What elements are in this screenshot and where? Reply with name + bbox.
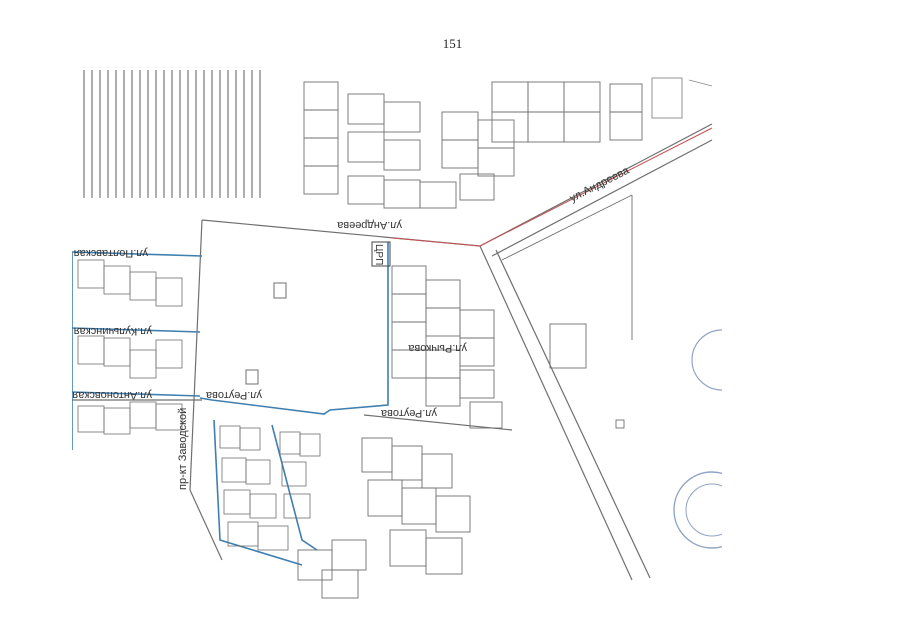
lots-north-west [303,81,515,209]
map-sheet: ул.Андреева ул.Андреева ул.Рычкова ул.Ре… [72,70,722,600]
cadastral-map: ул.Андреева ул.Андреева ул.Рычкова ул.Ре… [72,70,722,599]
lots-north-east [491,77,713,143]
facility-label: ЦРП [373,244,384,265]
rotated-note [83,70,261,198]
street-label-andreeva-north: ул.Андреева [336,219,402,231]
lots-west [77,259,183,435]
plot-details [245,241,391,385]
lots-centre-east [391,265,503,429]
lots-south-west [219,425,321,551]
street-labels: ул.Андреева ул.Андреева ул.Рычкова ул.Ре… [72,164,632,490]
road-lines [72,123,713,581]
street-label-antonovskaya: ул.Антоновская [72,389,152,401]
lots-east [501,194,633,429]
site-boundary [72,242,389,566]
street-label-reutova-west: ул.Реутова [205,389,262,401]
lots-south [297,437,471,599]
street-label-poltavskaya: ул.Полтавская [74,247,148,259]
red-line [391,127,713,247]
street-label-reutova-east: ул.Реутова [380,407,437,419]
street-label-kulchinskaya: ул.Кульчинская [74,325,152,337]
stamp-seal [673,329,722,549]
street-label-zavodskoy: пр-кт Заводской [177,408,189,490]
street-label-rychkova: ул.Рычкова [408,342,467,354]
page-number: 151 [442,36,463,51]
